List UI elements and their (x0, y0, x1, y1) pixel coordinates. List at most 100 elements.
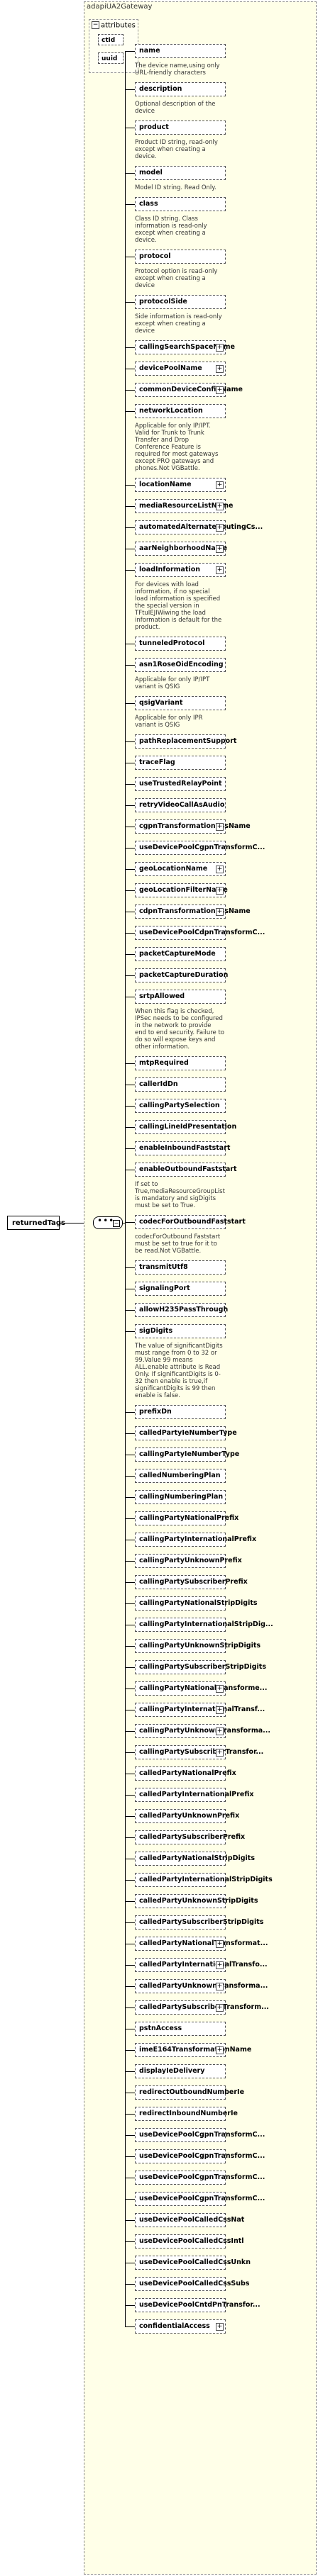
element-label: calledPartyNationalPrefix (139, 1769, 236, 1777)
element-callinglineidpresentation[interactable]: callingLineIdPresentation (135, 1120, 236, 1134)
element-callingpartynationalstripdigits[interactable]: callingPartyNationalStripDigits (135, 1596, 258, 1611)
element-callingpartysubscriberstripdigits[interactable]: callingPartySubscriberStripDigits (135, 1660, 266, 1674)
element-class[interactable]: class (135, 197, 226, 211)
element-connector (125, 2050, 135, 2051)
element-model[interactable]: model (135, 166, 226, 180)
element-calledpartyunknownstripdigits[interactable]: calledPartyUnknownStripDigits (135, 1894, 258, 1908)
root-element-returned-tags[interactable]: returnedTags (7, 1216, 65, 1230)
element-calledpartyienumbertype[interactable]: calledPartyIeNumberType (135, 1426, 237, 1440)
attribute-uuid[interactable]: uuid (98, 52, 124, 64)
element-aarneighborhoodname[interactable]: aarNeighborhoodName (135, 542, 227, 556)
element-usedevicepoolcalledcssunkn[interactable]: useDevicePoolCalledCssUnkn (135, 2256, 251, 2270)
element-cgpntransformationcssname[interactable]: cgpnTransformationCssName (135, 819, 251, 834)
element-callingpartyunknownstripdigits[interactable]: callingPartyUnknownStripDigits (135, 1639, 261, 1653)
element-callingpartyselection[interactable]: callingPartySelection (135, 1099, 226, 1113)
element-mediaresourcelistname[interactable]: mediaResourceListName (135, 499, 233, 513)
element-name[interactable]: name (135, 44, 226, 58)
element-packetcaptureduration[interactable]: packetCaptureDuration (135, 968, 228, 982)
element-usetrustedrelaypoint[interactable]: useTrustedRelayPoint (135, 777, 226, 791)
element-packetcapturemode[interactable]: packetCaptureMode (135, 947, 226, 961)
element-asn1roseoidencoding[interactable]: asn1RoseOidEncoding (135, 658, 226, 672)
element-callingpartyienumbertype[interactable]: callingPartyIeNumberType (135, 1447, 239, 1462)
element-protocolside[interactable]: protocolSide (135, 295, 226, 309)
element-callingpartysubscriberprefix[interactable]: callingPartySubscriberPrefix (135, 1575, 248, 1589)
collapse-icon[interactable]: − (113, 1220, 120, 1227)
element-callingpartysubscribertransfor[interactable]: callingPartySubscriberTransfor... (135, 1745, 263, 1759)
element-mtprequired[interactable]: mtpRequired (135, 1056, 226, 1070)
element-srtpallowed[interactable]: srtpAllowed (135, 990, 226, 1004)
element-usedevicepoolcalledcssnat[interactable]: useDevicePoolCalledCssNat (135, 2213, 244, 2227)
element-enableinboundfaststart[interactable]: enableInboundFaststart (135, 1141, 230, 1155)
element-displayiedelivery[interactable]: displayIeDelivery (135, 2064, 226, 2078)
element-calledpartynationaltransformat[interactable]: calledPartyNationalTransformat... (135, 1937, 268, 1951)
element-usedevicepoolcgpntransformc[interactable]: useDevicePoolCgpnTransformC... (135, 2128, 265, 2142)
element-label: product (139, 123, 169, 131)
element-retryvideocallasaudio[interactable]: retryVideoCallAsAudio (135, 798, 226, 812)
element-cdpntransformationcssname[interactable]: cdpnTransformationCssName (135, 905, 251, 919)
collapse-icon[interactable]: − (92, 21, 99, 29)
element-calledpartyinternationaltransfo[interactable]: calledPartyInternationalTransfo... (135, 1958, 268, 1972)
element-usedevicepoolcdpntransformc[interactable]: useDevicePoolCdpnTransformC... (135, 926, 265, 940)
element-calledpartyinternationalprefix[interactable]: calledPartyInternationalPrefix (135, 1788, 254, 1802)
element-description[interactable]: description (135, 82, 226, 96)
element-calledpartysubscriberprefix[interactable]: calledPartySubscriberPrefix (135, 1830, 245, 1844)
element-calledpartyunknowntransforma[interactable]: calledPartyUnknownTransforma... (135, 1979, 268, 1993)
element-geolocationfiltername[interactable]: geoLocationFilterName (135, 883, 228, 897)
element-automatedalternateroutingcs[interactable]: automatedAlternateRoutingCs... (135, 520, 263, 534)
element-locationname[interactable]: locationName (135, 478, 226, 492)
element-tunneledprotocol[interactable]: tunneledProtocol (135, 637, 226, 651)
element-calledpartysubscriberstripdigits[interactable]: calledPartySubscriberStripDigits (135, 1915, 263, 1930)
element-prefixdn[interactable]: prefixDn (135, 1405, 226, 1419)
element-usedevicepoolcgpntransformc[interactable]: useDevicePoolCgpnTransformC... (135, 2171, 265, 2185)
element-calledpartynationalprefix[interactable]: calledPartyNationalPrefix (135, 1766, 236, 1781)
element-usedevicepoolcgpntransformc[interactable]: useDevicePoolCgpnTransformC... (135, 841, 265, 855)
element-devicepoolname[interactable]: devicePoolName (135, 362, 226, 376)
element-loadinformation[interactable]: loadInformation (135, 563, 226, 577)
element-geolocationname[interactable]: geoLocationName (135, 862, 226, 876)
element-transmitutf8[interactable]: transmitUtf8 (135, 1260, 226, 1275)
element-confidentialaccess[interactable]: confidentialAccess (135, 2319, 226, 2334)
element-signalingport[interactable]: signalingPort (135, 1282, 226, 1296)
element-callingsearchspacename[interactable]: callingSearchSpaceName (135, 340, 235, 354)
element-commondeviceconfigname[interactable]: commonDeviceConfigName (135, 383, 243, 397)
element-callingpartynationaltransforme[interactable]: callingPartyNationalTransforme... (135, 1681, 268, 1696)
element-callingpartyinternationalprefix[interactable]: callingPartyInternationalPrefix (135, 1533, 256, 1547)
element-qsigvariant[interactable]: qsigVariant (135, 696, 226, 710)
attribute-ctid[interactable]: ctid (98, 34, 124, 45)
element-usedevicepoolcgpntransformc[interactable]: useDevicePoolCgpnTransformC... (135, 2192, 265, 2206)
element-product[interactable]: product (135, 121, 226, 135)
element-sigdigits[interactable]: sigDigits (135, 1324, 226, 1338)
element-calledpartynationalstripdigits[interactable]: calledPartyNationalStripDigits (135, 1852, 255, 1866)
element-enableoutboundfaststart[interactable]: enableOutboundFaststart (135, 1163, 237, 1177)
sequence-compositor[interactable]: ••• − (93, 1216, 123, 1229)
element-usedevicepoolcntdpntransfor[interactable]: useDevicePoolCntdPnTransfor... (135, 2298, 261, 2312)
element-codecforoutboundfaststart[interactable]: codecForOutboundFaststart (135, 1215, 246, 1229)
element-callingpartynationalprefix[interactable]: callingPartyNationalPrefix (135, 1511, 238, 1525)
element-callednumberingplan[interactable]: calledNumberingPlan (135, 1469, 226, 1483)
element-pathreplacementsupport[interactable]: pathReplacementSupport (135, 734, 236, 749)
element-allowh235passthrough[interactable]: allowH235PassThrough (135, 1303, 228, 1317)
element-redirectoutboundnumberie[interactable]: redirectOutboundNumberIe (135, 2085, 244, 2100)
element-callingpartyinternationalstripdig[interactable]: callingPartyInternationalStripDig... (135, 1618, 273, 1632)
element-label: packetCaptureMode (139, 950, 216, 958)
element-callingpartyinternationaltransf[interactable]: callingPartyInternationalTransf... (135, 1703, 265, 1717)
element-usedevicepoolcalledcssintl[interactable]: useDevicePoolCalledCssIntl (135, 2234, 244, 2249)
element-callingnumberingplan[interactable]: callingNumberingPlan (135, 1490, 226, 1504)
element-connector (125, 1127, 135, 1128)
element-traceflag[interactable]: traceFlag (135, 756, 226, 770)
element-pstnaccess[interactable]: pstnAccess (135, 2022, 226, 2036)
element-calledpartysubscribertransform[interactable]: calledPartySubscriberTransform... (135, 2000, 269, 2015)
element-networklocation[interactable]: networkLocation (135, 404, 226, 418)
element-callingpartyunknownprefix[interactable]: callingPartyUnknownPrefix (135, 1554, 242, 1568)
element-callingpartyunknowntransforma[interactable]: callingPartyUnknownTransforma... (135, 1724, 270, 1738)
element-calleriddn[interactable]: callerIdDn (135, 1077, 226, 1092)
element-usedevicepoolcgpntransformc[interactable]: useDevicePoolCgpnTransformC... (135, 2149, 265, 2163)
element-calledpartyinternationalstripdigits[interactable]: calledPartyInternationalStripDigits (135, 1873, 273, 1887)
element-documentation: codecForOutbound Faststart must be set t… (135, 1233, 221, 1255)
element-connector (125, 2199, 135, 2200)
element-calledpartyunknownprefix[interactable]: calledPartyUnknownPrefix (135, 1809, 239, 1823)
element-redirectinboundnumberie[interactable]: redirectInboundNumberIe (135, 2107, 238, 2121)
element-protocol[interactable]: protocol (135, 250, 226, 264)
element-usedevicepoolcalledcsssubs[interactable]: useDevicePoolCalledCssSubs (135, 2277, 249, 2291)
element-imee164transformationname[interactable]: imeE164TransformationName (135, 2043, 251, 2057)
